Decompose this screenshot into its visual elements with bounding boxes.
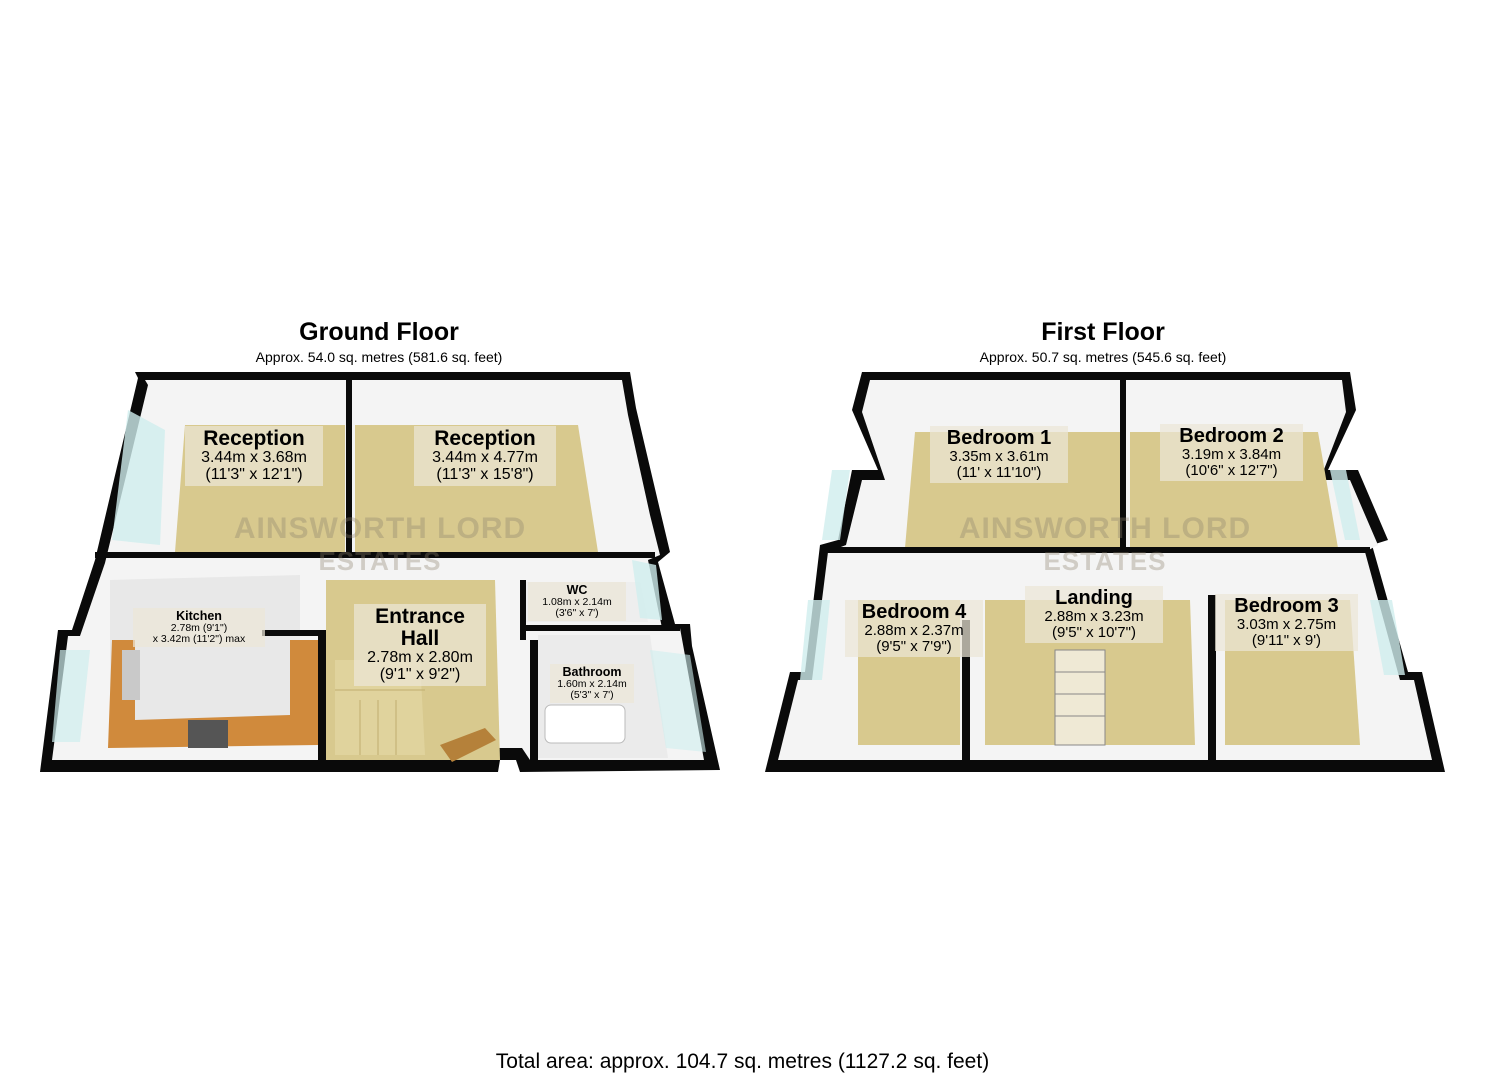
room-dim-imperial: (3'6" x 7'): [555, 607, 599, 620]
room-name-line1: Entrance: [375, 605, 465, 628]
room-dim-imperial: (11'3" x 12'1"): [205, 465, 303, 483]
room-dim-imperial: (10'6" x 12'7"): [1185, 461, 1278, 479]
room-label-bedroom-2: Bedroom 2 3.19m x 3.84m (10'6" x 12'7"): [1160, 424, 1303, 481]
room-dim-metric: 1.08m x 2.14m: [542, 596, 612, 609]
room-dim-metric: 3.19m x 3.84m: [1181, 446, 1282, 463]
room-label-bedroom-4: Bedroom 4 2.88m x 2.37m (9'5" x 7'9"): [845, 600, 983, 657]
watermark-first: AINSWORTH LORD ESTATES: [915, 512, 1295, 577]
room-dim-imperial: (5'3" x 7'): [570, 689, 614, 702]
room-name: Bedroom 3: [1234, 595, 1339, 617]
room-name: WC: [566, 583, 588, 597]
room-name: Kitchen: [176, 609, 222, 623]
room-label-wc: WC 1.08m x 2.14m (3'6" x 7'): [528, 582, 626, 622]
room-label-landing: Landing 2.88m x 3.23m (9'5" x 10'7"): [1025, 586, 1163, 643]
room-label-bathroom: Bathroom 1.60m x 2.14m (5'3" x 7'): [550, 664, 634, 704]
watermark-line2: ESTATES: [318, 546, 442, 576]
room-dim-metric: 1.60m x 2.14m: [557, 678, 627, 691]
ground-floor-title: Ground Floor: [299, 318, 459, 346]
room-dim-metric: 3.03m x 2.75m: [1236, 616, 1337, 633]
room-dim-metric: 2.88m x 3.23m: [1044, 608, 1144, 625]
watermark-line2: ESTATES: [1043, 546, 1167, 576]
room-dim-imperial: (9'5" x 10'7"): [1052, 623, 1136, 641]
room-dim-imperial: x 3.42m (11'2") max: [152, 633, 246, 646]
first-floor-title: First Floor: [1041, 318, 1165, 346]
room-label-bedroom-3: Bedroom 3 3.03m x 2.75m (9'11" x 9'): [1215, 594, 1358, 651]
room-dim-imperial: (11' x 11'10"): [956, 463, 1042, 481]
room-label-kitchen: Kitchen 2.78m (9'1") x 3.42m (11'2") max: [133, 608, 265, 648]
room-name: Reception: [434, 427, 536, 450]
watermark-line1: AINSWORTH LORD: [958, 512, 1252, 545]
room-name: Landing: [1055, 587, 1133, 609]
room-dim-metric: 3.44m x 4.77m: [432, 449, 538, 467]
first-floor-area: Approx. 50.7 sq. metres (545.6 sq. feet): [979, 349, 1227, 365]
room-name-line2: Hall: [400, 627, 440, 651]
total-area: Total area: approx. 104.7 sq. metres (11…: [495, 1050, 990, 1073]
room-dim-metric: 2.88m x 2.37m: [864, 622, 964, 639]
room-dim-metric: 2.78m (9'1"): [170, 622, 228, 635]
room-dim-imperial: (9'5" x 7'9"): [876, 637, 952, 655]
room-name: Reception: [203, 427, 305, 450]
watermark-line1: AINSWORTH LORD: [233, 512, 527, 545]
room-dim-metric: 3.44m x 3.68m: [201, 449, 307, 467]
room-label-entrance-hall: Entrance Hall 2.78m x 2.80m (9'1" x 9'2"…: [354, 604, 486, 686]
room-name: Bathroom: [562, 665, 622, 679]
watermark-ground: AINSWORTH LORD ESTATES: [190, 512, 570, 577]
room-name: Bedroom 2: [1179, 425, 1284, 447]
room-name: Bedroom 4: [861, 601, 967, 623]
room-name: Bedroom 1: [946, 427, 1052, 449]
room-dim-imperial: (9'1" x 9'2"): [379, 665, 461, 683]
ground-floor-area: Approx. 54.0 sq. metres (581.6 sq. feet): [255, 349, 503, 365]
room-dim-metric: 3.35m x 3.61m: [949, 448, 1049, 465]
room-label-bedroom-1: Bedroom 1 3.35m x 3.61m (11' x 11'10"): [930, 426, 1068, 483]
room-dim-imperial: (9'11" x 9'): [1251, 631, 1322, 649]
room-dim-imperial: (11'3" x 15'8"): [436, 465, 534, 483]
room-dim-metric: 2.78m x 2.80m: [367, 649, 473, 667]
room-label-reception-2: Reception 3.44m x 4.77m (11'3" x 15'8"): [414, 426, 556, 486]
room-label-reception-1: Reception 3.44m x 3.68m (11'3" x 12'1"): [185, 426, 323, 486]
